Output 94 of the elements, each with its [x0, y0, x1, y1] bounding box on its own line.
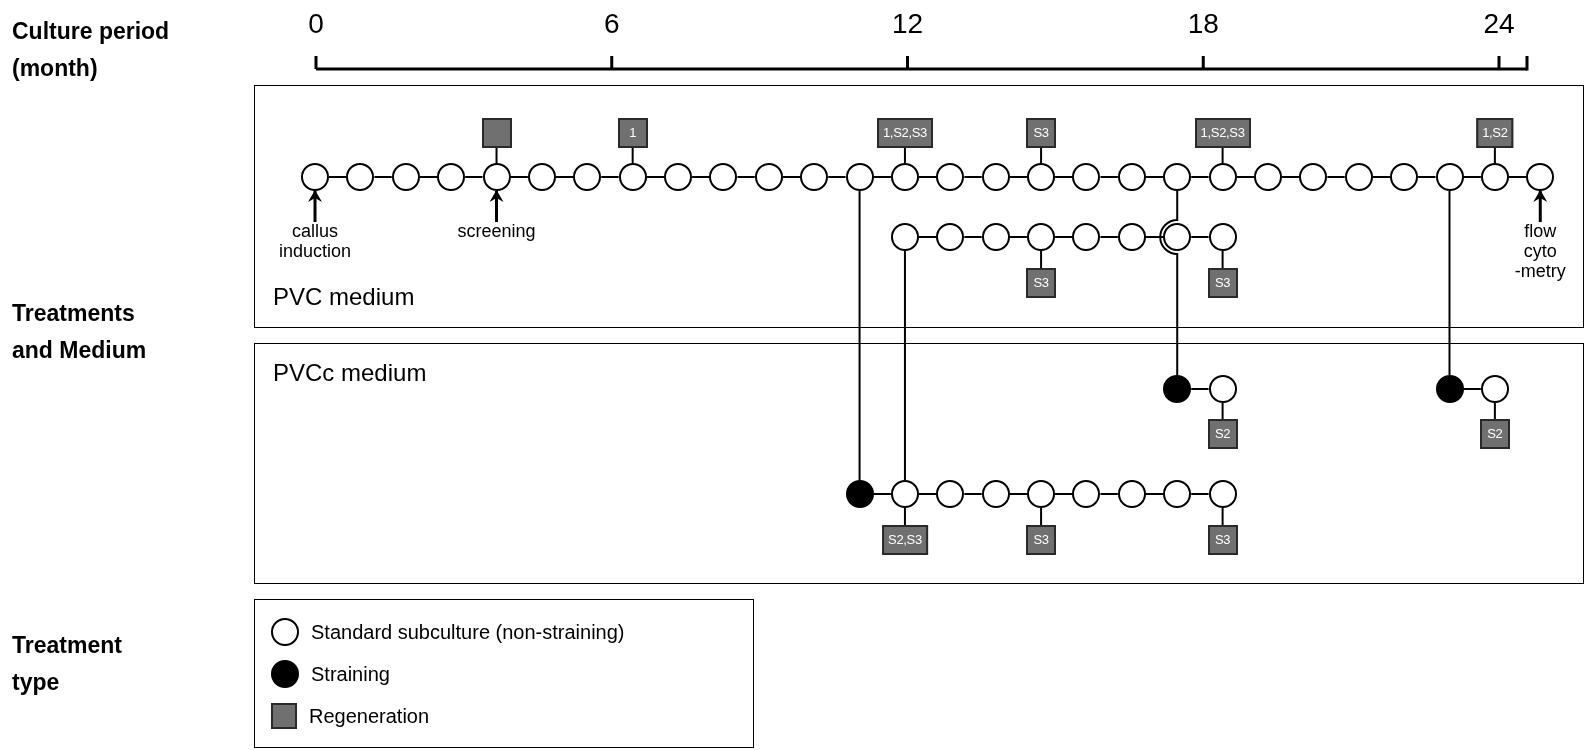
regeneration-marker: S2,S3	[882, 525, 928, 555]
connector-line	[1008, 493, 1029, 495]
connector-line	[781, 176, 802, 178]
connector-line	[509, 176, 529, 178]
connector-line	[328, 176, 348, 178]
connector-line	[903, 250, 906, 481]
arrow	[1533, 190, 1548, 222]
connector-line	[554, 176, 575, 178]
legend-label: Straining	[311, 662, 390, 687]
connector-line	[1054, 176, 1074, 178]
connector-line	[963, 493, 983, 495]
regeneration-marker: 1,S2,S3	[876, 118, 933, 148]
connector-line	[1507, 176, 1528, 178]
connector-line	[1159, 190, 1179, 376]
annotation-label: flow cyto -metry	[1511, 222, 1570, 282]
connector-line	[1008, 236, 1029, 238]
panel-title: PVCc medium	[273, 359, 427, 387]
legend-label: Regeneration	[309, 704, 430, 729]
connector-line	[872, 493, 892, 495]
connector-line	[1054, 236, 1074, 238]
connector-line	[903, 147, 906, 164]
connector-line	[1448, 190, 1451, 376]
connector-line	[373, 176, 393, 178]
connector-line	[1008, 176, 1029, 178]
connector-line	[1144, 176, 1165, 178]
connector-line	[1235, 176, 1255, 178]
regeneration-marker: S2	[1207, 419, 1238, 449]
connector-line	[736, 176, 756, 178]
connector-line	[1054, 493, 1074, 495]
connector-line	[1462, 388, 1482, 390]
regeneration-marker: S3	[1207, 268, 1238, 298]
regeneration-marker: S2	[1479, 419, 1510, 449]
tick-label: 12	[891, 8, 924, 40]
connector-line	[1221, 250, 1224, 269]
connector-line	[418, 176, 439, 178]
connector-line	[1326, 176, 1346, 178]
connector-line	[1099, 236, 1119, 238]
connector-line	[1493, 147, 1496, 164]
connector-line	[631, 147, 634, 164]
connector-line	[1221, 402, 1224, 420]
connector-line	[1099, 493, 1119, 495]
row-heading: Treatment type	[12, 631, 123, 697]
connector-line	[1190, 388, 1210, 390]
arrow	[308, 190, 322, 222]
connector-line	[1371, 176, 1392, 178]
connector-line	[917, 236, 938, 238]
connector-line	[495, 147, 498, 164]
connector-line	[1040, 507, 1043, 526]
connector-line	[464, 176, 484, 178]
row-heading: Culture period (month)	[12, 17, 171, 83]
tick-label: 18	[1187, 8, 1219, 40]
connector-line	[1493, 402, 1496, 420]
regeneration-marker: S3	[1026, 268, 1057, 298]
connector-line	[1221, 507, 1224, 526]
connector-line	[858, 190, 861, 481]
row-heading: Treatments and Medium	[12, 299, 148, 365]
connector-line	[1462, 176, 1482, 178]
connector-line	[691, 176, 711, 178]
connector-line	[645, 176, 666, 178]
panel-title: PVC medium	[273, 283, 415, 311]
connector-line	[1190, 176, 1210, 178]
connector-line	[872, 176, 892, 178]
regeneration-marker: S3	[1026, 118, 1057, 148]
medium-panel	[254, 85, 1584, 328]
regeneration-marker: S3	[1207, 525, 1238, 555]
connector-line	[1417, 176, 1437, 178]
connector-line	[963, 236, 983, 238]
connector-line	[600, 176, 620, 178]
legend-label: Standard subculture (non-straining)	[311, 620, 625, 645]
tick-label: 6	[603, 8, 620, 40]
arrow	[489, 190, 504, 222]
regeneration-marker	[481, 118, 512, 148]
connector-line	[917, 176, 938, 178]
connector-line	[917, 493, 938, 495]
regeneration-marker: S3	[1026, 525, 1057, 555]
regeneration-marker: 1,S2	[1476, 118, 1514, 148]
regeneration-marker: 1	[617, 118, 648, 148]
annotation-label: screening	[446, 222, 547, 242]
tick-label: 0	[308, 8, 324, 40]
connector-line	[903, 507, 906, 526]
connector-line	[827, 176, 847, 178]
regeneration-marker: 1,S2,S3	[1194, 118, 1251, 148]
connector-line	[1144, 493, 1165, 495]
connector-line	[1099, 176, 1119, 178]
connector-line	[1190, 493, 1210, 495]
medium-panel	[254, 343, 1584, 584]
connector-line	[1221, 147, 1224, 164]
connector-line	[1281, 176, 1301, 178]
connector-line	[963, 176, 983, 178]
connector-line	[1040, 147, 1043, 164]
annotation-label: callus induction	[265, 222, 365, 262]
tick-label: 24	[1483, 8, 1515, 40]
connector-line	[1040, 250, 1043, 269]
connector-line	[1190, 236, 1210, 238]
